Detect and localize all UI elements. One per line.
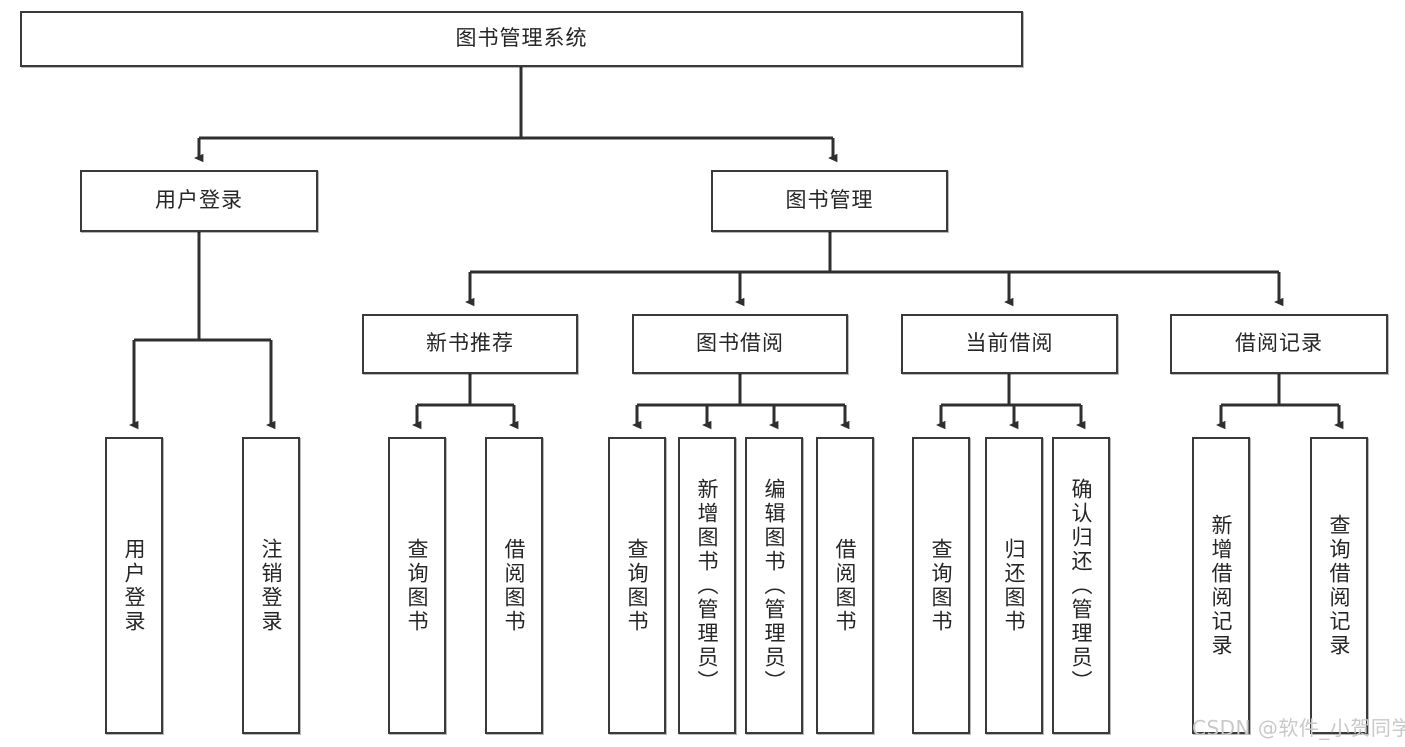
node-leaf-label: 注销登录 <box>259 537 284 634</box>
node-leaf-return-book[interactable]: 归还图书 <box>985 437 1043 734</box>
node-root-label: 图书管理系统 <box>455 26 588 51</box>
node-leaf-label: 查询图书 <box>929 537 954 634</box>
node-level2-book-management-label: 图书管理 <box>785 188 874 213</box>
node-leaf-label: 借阅图书 <box>502 537 527 634</box>
node-level3-book-borrow[interactable]: 图书借阅 <box>632 314 848 374</box>
node-leaf-label: 编辑图书（管理员） <box>762 477 787 694</box>
node-level3-new-book-recommend[interactable]: 新书推荐 <box>362 314 578 374</box>
node-leaf-label: 查询图书 <box>625 537 650 634</box>
node-level3-borrow-record-label: 借阅记录 <box>1235 331 1323 356</box>
node-leaf-query-book-borrow[interactable]: 查询图书 <box>608 437 666 734</box>
node-level2-user-login-label: 用户登录 <box>155 188 243 213</box>
node-leaf-label: 借阅图书 <box>833 537 858 634</box>
node-level3-new-book-recommend-label: 新书推荐 <box>426 331 514 356</box>
node-level3-borrow-record[interactable]: 借阅记录 <box>1170 314 1388 374</box>
node-leaf-add-borrow-record[interactable]: 新增借阅记录 <box>1192 437 1250 734</box>
node-leaf-edit-book-admin[interactable]: 编辑图书（管理员） <box>745 437 803 734</box>
node-leaf-query-book-recommend[interactable]: 查询图书 <box>388 437 446 734</box>
node-level3-current-borrow-label: 当前借阅 <box>965 331 1054 356</box>
node-leaf-query-borrow-record[interactable]: 查询借阅记录 <box>1310 437 1368 734</box>
node-level2-book-management[interactable]: 图书管理 <box>711 170 948 232</box>
node-level2-user-login[interactable]: 用户登录 <box>80 170 318 232</box>
node-leaf-label: 归还图书 <box>1002 537 1027 634</box>
node-leaf-borrow-book-recommend[interactable]: 借阅图书 <box>485 437 543 734</box>
node-leaf-label: 新增图书（管理员） <box>695 477 720 694</box>
node-leaf-add-book-admin[interactable]: 新增图书（管理员） <box>678 437 736 734</box>
node-leaf-user-login[interactable]: 用户登录 <box>105 437 163 734</box>
node-leaf-label: 新增借阅记录 <box>1209 513 1234 658</box>
node-leaf-borrow-book[interactable]: 借阅图书 <box>816 437 874 734</box>
csdn-watermark: CSDN @软件_小贺同学 <box>1192 716 1405 740</box>
node-root[interactable]: 图书管理系统 <box>20 11 1023 67</box>
node-leaf-confirm-return-admin[interactable]: 确认归还（管理员） <box>1052 437 1110 734</box>
node-leaf-logout[interactable]: 注销登录 <box>242 437 300 734</box>
node-leaf-label: 查询借阅记录 <box>1327 513 1352 658</box>
node-level3-current-borrow[interactable]: 当前借阅 <box>901 314 1118 374</box>
node-leaf-query-book-current[interactable]: 查询图书 <box>912 437 970 734</box>
node-leaf-label: 查询图书 <box>405 537 430 634</box>
node-level3-book-borrow-label: 图书借阅 <box>696 331 784 356</box>
node-leaf-label: 用户登录 <box>122 537 147 634</box>
node-leaf-label: 确认归还（管理员） <box>1069 477 1094 694</box>
